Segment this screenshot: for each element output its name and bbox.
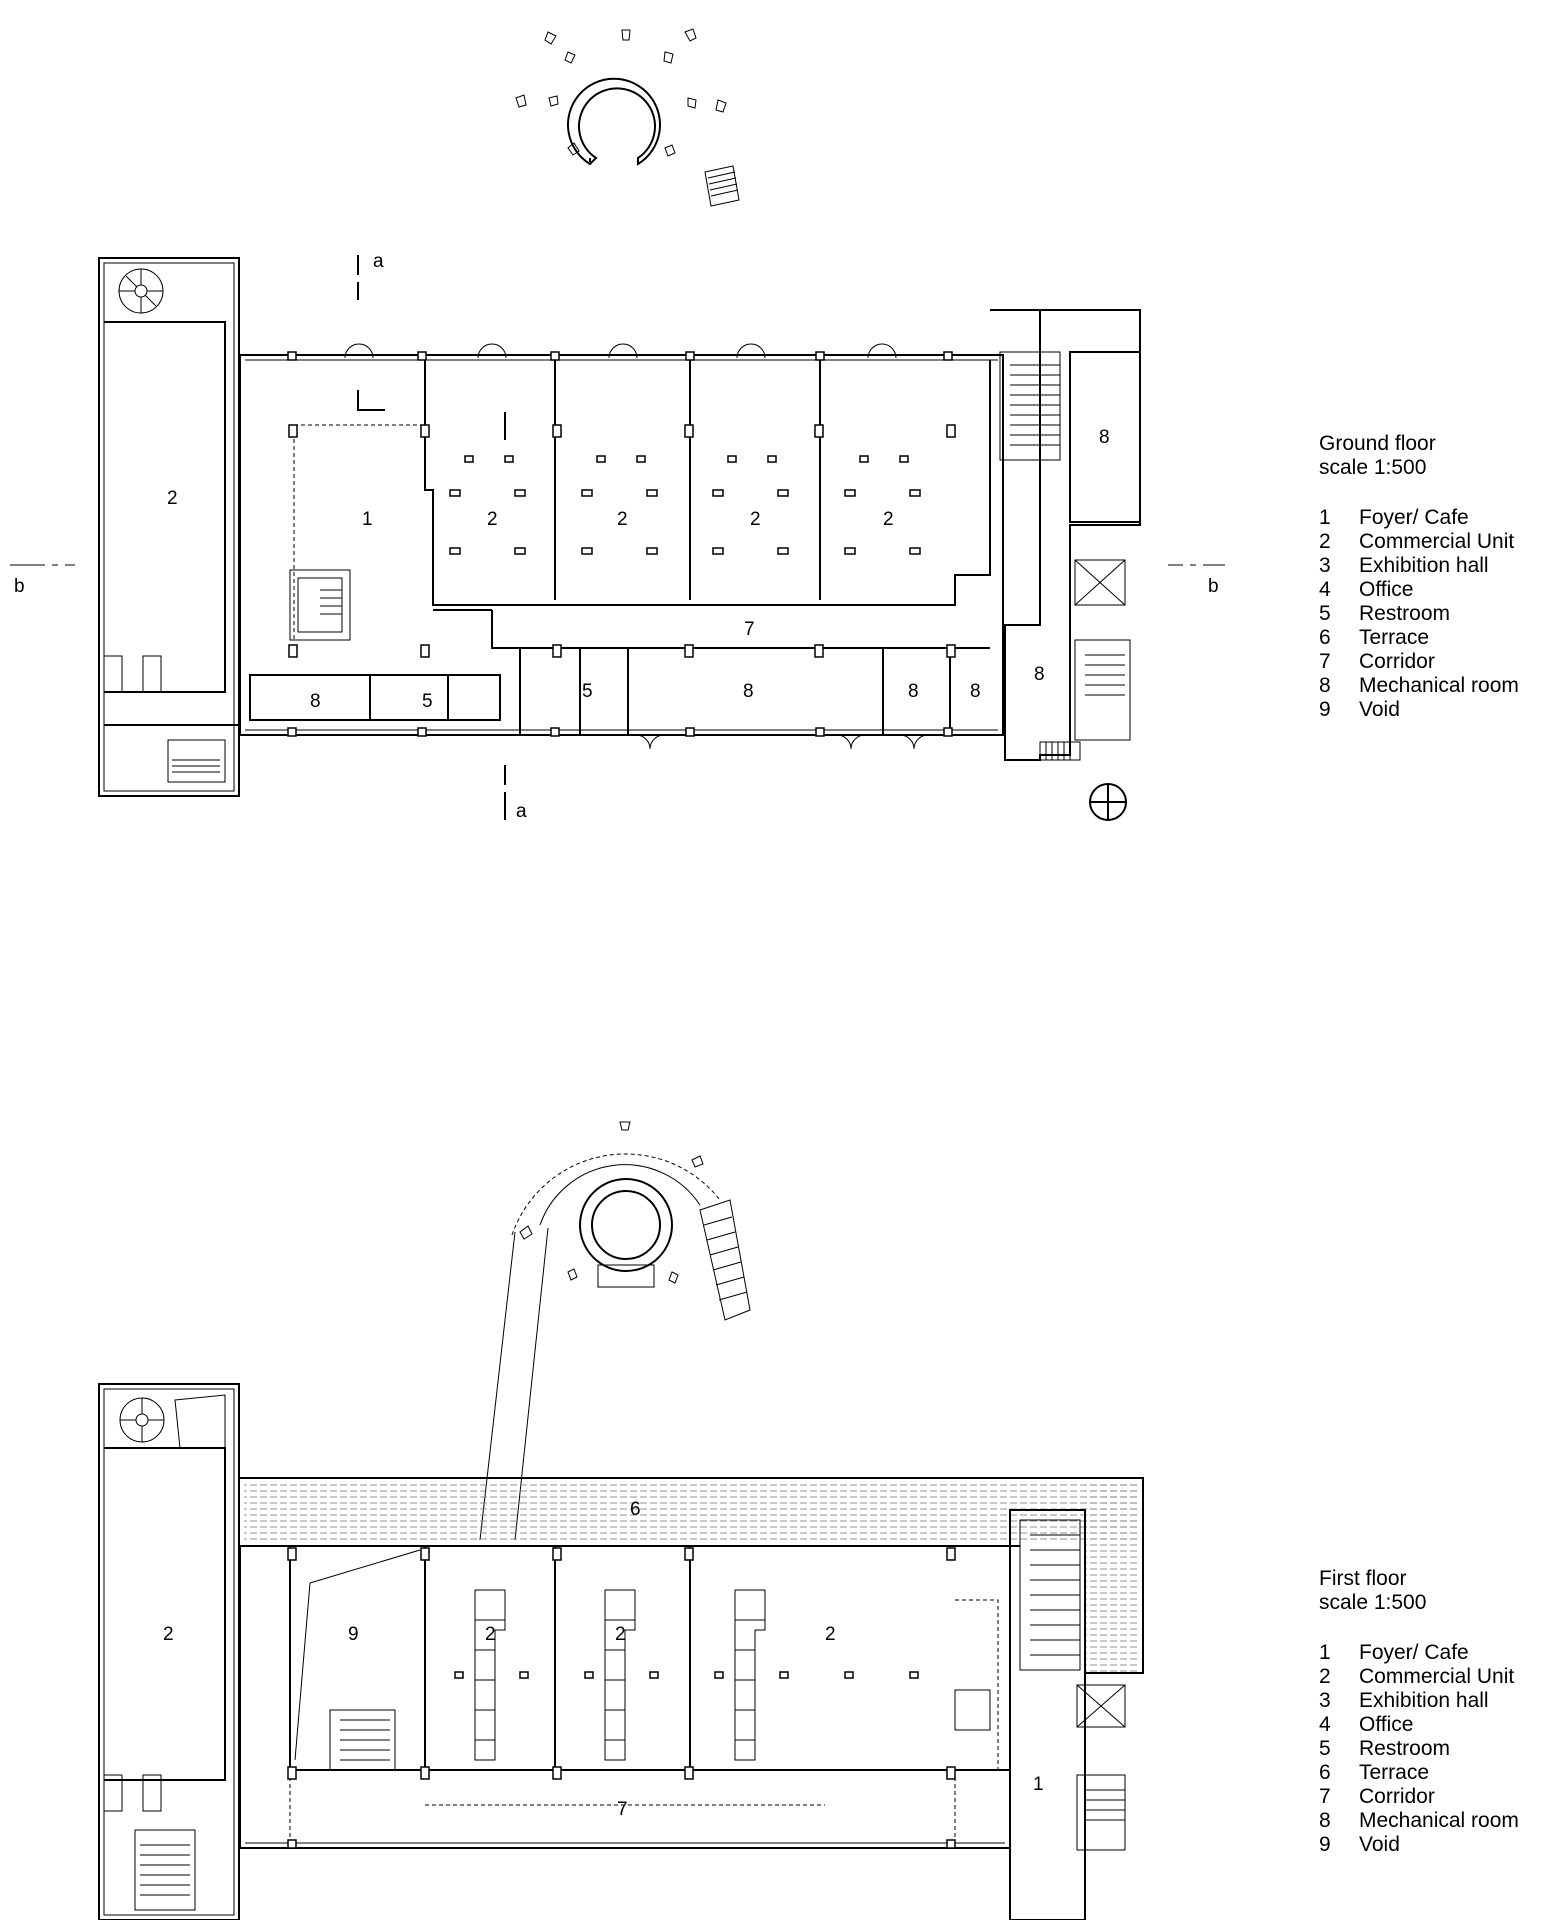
ff-scale: scale 1:500 [1319, 1591, 1427, 1614]
gf-rotunda-stair [704, 165, 740, 207]
ff-label-commercial-west: 2 [163, 1624, 174, 1645]
ff-label-com1: 2 [485, 1624, 496, 1645]
gf-label-restroom-a: 5 [422, 691, 433, 712]
gf-label-mech-a: 8 [310, 691, 321, 712]
ff-rotunda [479, 1121, 751, 1541]
gf-section-b-left: b [14, 576, 25, 597]
gf-label-foyer: 1 [362, 509, 373, 530]
gf-scale: scale 1:500 [1319, 456, 1427, 479]
gf-label-commercial-west: 2 [167, 488, 178, 509]
gf-label-mech-ne: 8 [1099, 427, 1110, 448]
gf-label-com4: 2 [883, 509, 894, 530]
gf-label-com2: 2 [617, 509, 628, 530]
ff-label-corridor: 7 [617, 1799, 628, 1820]
gf-label-mech-e: 8 [1034, 664, 1045, 685]
gf-west-wing [98, 257, 240, 797]
ff-title: First floor [1319, 1567, 1407, 1590]
gf-label-mech-b: 8 [743, 681, 754, 702]
gf-rotunda [515, 28, 740, 207]
ff-room-labels: 6 2 9 2 2 2 7 1 [163, 1499, 1044, 1820]
gf-room-labels: 2 1 2 2 2 2 8 7 8 5 5 8 8 8 8 a a b b [14, 251, 1219, 822]
gf-section-markers [10, 255, 1225, 820]
ff-terrace [240, 1477, 1144, 1674]
gf-label-com1: 2 [487, 509, 498, 530]
ff-label-com3: 2 [825, 1624, 836, 1645]
gf-label-corridor: 7 [744, 619, 755, 640]
gf-main-block [239, 343, 1004, 750]
ff-label-void: 9 [348, 1624, 359, 1645]
ff-west-wing [98, 1383, 240, 1920]
ff-label-com2: 2 [615, 1624, 626, 1645]
gf-section-a-bottom: a [516, 801, 527, 822]
ff-label-foyer: 1 [1033, 1774, 1044, 1795]
gf-section-a-top: a [373, 251, 384, 272]
gf-label-com3: 2 [750, 509, 761, 530]
gf-label-mech-c: 8 [908, 681, 919, 702]
gf-label-mech-d: 8 [970, 681, 981, 702]
gf-east-block [990, 309, 1141, 821]
ff-label-terrace: 6 [630, 1499, 641, 1520]
ground-floor-plan: 2 1 2 2 2 2 8 7 8 5 5 8 8 8 8 a a b b [10, 28, 1225, 822]
ff-main-block [239, 1546, 1010, 1849]
first-floor-plan: 6 2 9 2 2 2 7 1 [98, 1121, 1144, 1920]
gf-label-restroom-b: 5 [582, 681, 593, 702]
gf-title: Ground floor [1319, 432, 1436, 455]
ff-east-block [1009, 1509, 1126, 1920]
gf-section-b-right: b [1208, 576, 1219, 597]
